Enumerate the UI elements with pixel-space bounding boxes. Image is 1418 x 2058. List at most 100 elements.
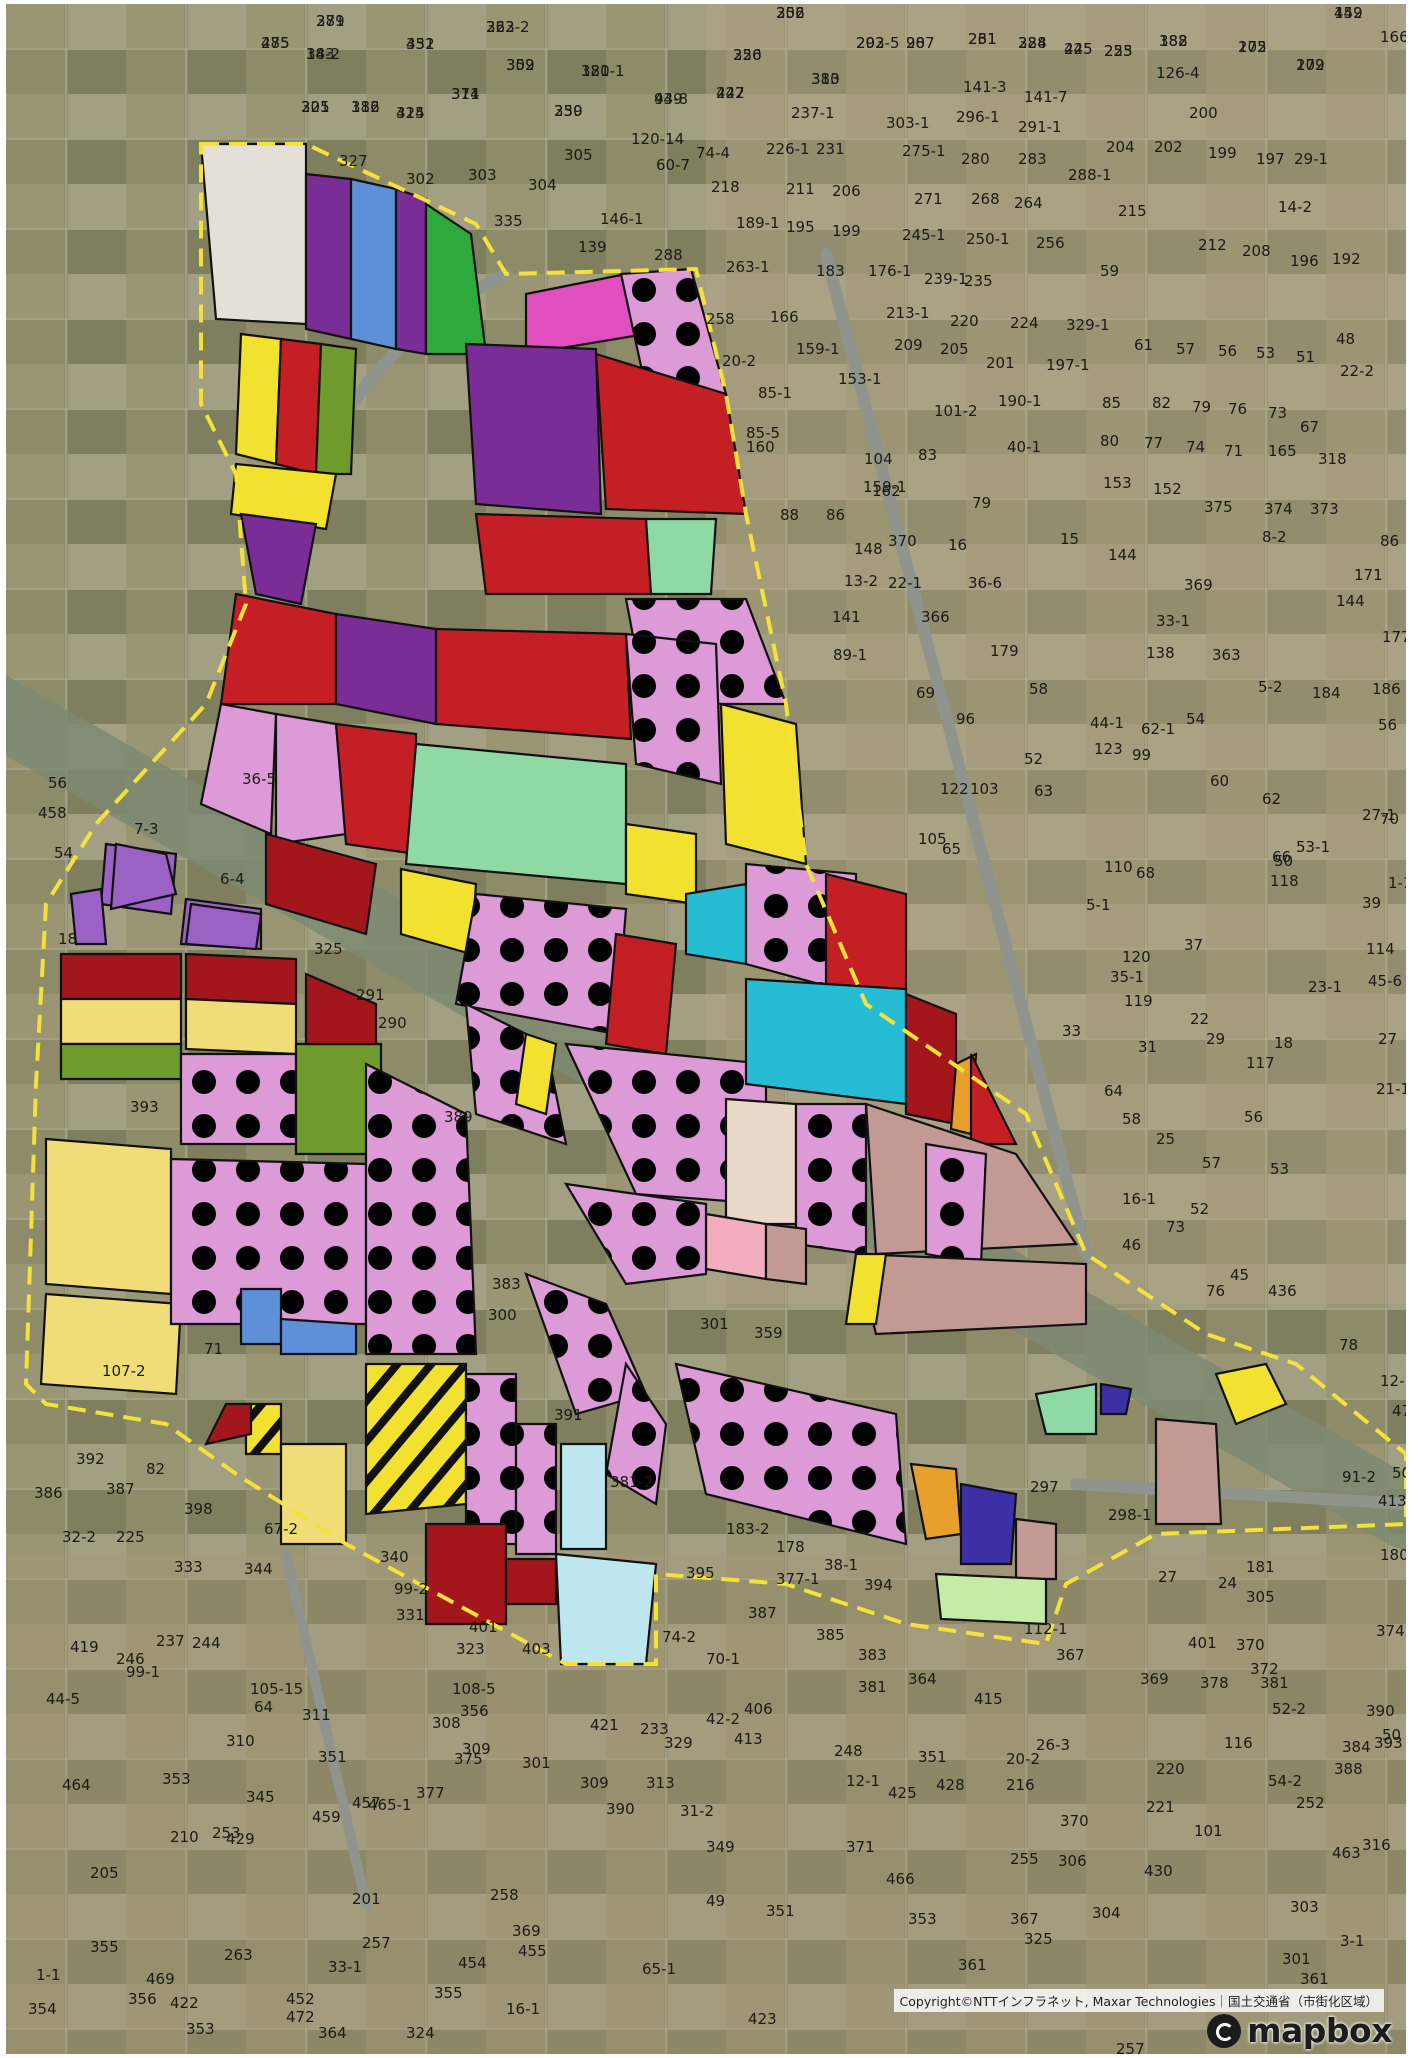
plot-number-label: 117 — [1246, 1054, 1275, 1072]
plot-number-label: 27 — [1378, 1030, 1397, 1048]
plot-number-label: 93-8 — [654, 90, 688, 108]
plot-number-label: 374 — [1376, 1622, 1405, 1640]
plot-number-label: 183 — [816, 262, 845, 280]
parcel-purple-north — [304, 172, 353, 341]
parcel-dotted-band-east — [624, 632, 723, 786]
plot-number-label: 27 — [1158, 1568, 1177, 1586]
plot-number-label: 316 — [351, 98, 380, 116]
plot-number-label: 381 — [1260, 1674, 1289, 1692]
plot-number-label: 454 — [458, 1954, 487, 1972]
plot-number-label: 122 — [940, 780, 969, 798]
plot-number-label: 46 — [1122, 1236, 1141, 1254]
plot-number-label: 387 — [748, 1604, 777, 1622]
plot-number-label: 3-1 — [1340, 1932, 1365, 1950]
plot-number-label: 314 — [396, 104, 425, 122]
road-south — [281, 1549, 371, 1909]
plot-number-label: 110 — [1104, 858, 1133, 876]
plot-number-label: 68 — [1136, 864, 1155, 882]
plot-number-label: 262-2 — [486, 18, 530, 36]
plot-number-label: 311 — [451, 85, 480, 103]
plot-number-label: 138 — [1146, 644, 1175, 662]
plot-number-label: 253 — [212, 1824, 241, 1842]
plot-number-label: 103 — [970, 780, 999, 798]
plot-number-label: 77 — [1144, 434, 1163, 452]
plot-number-label: 301 — [1282, 1950, 1311, 1968]
plot-number-label: 91-2 — [1342, 1468, 1376, 1486]
road-east-west — [1070, 1478, 1406, 1510]
plot-number-label: 213-1 — [886, 304, 930, 322]
plot-number-label: 351 — [918, 1748, 947, 1766]
plot-number-label: 26-3 — [1036, 1736, 1070, 1754]
plot-number-label: 7-3 — [134, 820, 159, 838]
plot-number-label: 355 — [90, 1938, 119, 1956]
plot-number-label: 51 — [1296, 348, 1315, 366]
plot-number-label: 423 — [748, 2010, 777, 2028]
plot-number-label: 207 — [906, 34, 935, 52]
plot-number-label: 108-5 — [452, 1680, 496, 1698]
parcel-yellow-southeast — [844, 1252, 888, 1326]
plot-number-label: 201 — [986, 354, 1015, 372]
parcel-dotted-west — [179, 1052, 298, 1146]
plot-number-label: 5-2 — [1258, 678, 1283, 696]
plot-number-label: 36-6 — [968, 574, 1002, 592]
parcel-blue-west-2 — [279, 1317, 358, 1356]
mapbox-logo-text: mapbox — [1247, 2011, 1392, 2050]
plot-number-label: 209 — [1296, 56, 1325, 74]
plot-number-label: 252 — [1296, 1794, 1325, 1812]
plot-number-label: 159-1 — [863, 478, 907, 496]
map-attribution[interactable]: Copyright©NTTインフラネット, Maxar Technologies… — [893, 1989, 1384, 2012]
parcel-light-yellow-west — [59, 997, 183, 1046]
parcel-dark-red-west-2 — [184, 952, 298, 1006]
plot-number-label: 303 — [1290, 1898, 1319, 1916]
plot-number-label: 298-1 — [1108, 1506, 1152, 1524]
plot-number-label: 211 — [786, 180, 815, 198]
parcel-yellow-east-small — [1214, 1362, 1288, 1426]
plot-number-label: 206 — [832, 182, 861, 200]
plot-number-label: 464 — [62, 1776, 91, 1794]
plot-number-label: 56 — [1218, 342, 1237, 360]
plot-number-label: 42-2 — [706, 1710, 740, 1728]
plot-number-label: 31 — [1138, 1038, 1157, 1056]
plot-number-label: 371 — [846, 1838, 875, 1856]
plot-number-label: 351 — [766, 1902, 795, 1920]
plot-number-label: 44-1 — [1090, 714, 1124, 732]
plot-number-label: 340 — [380, 1548, 409, 1566]
plot-number-label: 31-2 — [680, 1802, 714, 1820]
parcel-dotted-west-center — [364, 1062, 478, 1356]
plot-number-label: 54 — [54, 844, 73, 862]
parcel-lavender-strip — [184, 902, 263, 951]
plot-number-label: 419 — [70, 1638, 99, 1656]
plot-number-label: 79 — [1192, 398, 1211, 416]
plot-number-label: 384 — [1018, 34, 1047, 52]
plot-number-label: 182 — [1159, 32, 1188, 50]
plot-number-label: 406 — [744, 1700, 773, 1718]
plot-number-label: 56 — [1244, 1108, 1263, 1126]
plot-number-label: 202 — [1154, 138, 1183, 156]
plot-number-label: 375 — [454, 1750, 483, 1768]
plot-number-label: 183-2 — [726, 1520, 770, 1538]
plot-number-label: 221 — [1146, 1798, 1175, 1816]
mapbox-logo[interactable]: mapbox — [1207, 2011, 1392, 2050]
plot-number-label: 373 — [1310, 500, 1339, 518]
map-svg[interactable]: 289285343332262-2309311321316314330120-1… — [6, 4, 1406, 2054]
plot-number-label: 21-1 — [1376, 1080, 1406, 1098]
plot-number-label: 422 — [170, 1994, 199, 2012]
parcel-yellow-strips — [229, 462, 338, 531]
plot-number-label: 189-1 — [736, 214, 780, 232]
plot-number-label: 38-1 — [824, 1556, 858, 1574]
parcel-yellow-center — [624, 822, 698, 906]
parcel-navy-east — [1099, 1382, 1133, 1416]
plot-number-label: 237 — [156, 1632, 185, 1650]
plot-number-label: 393 — [130, 1098, 159, 1116]
plot-number-label: 190-1 — [998, 392, 1042, 410]
main-road-north — [820, 248, 1092, 1260]
plot-number-label: 184 — [1312, 684, 1341, 702]
plot-number-label: 220 — [1156, 1760, 1185, 1778]
plot-number-label: 76 — [1228, 400, 1247, 418]
plot-number-label: 445 — [1064, 40, 1093, 58]
plot-number-label: 303-1 — [886, 114, 930, 132]
plot-number-label: 224 — [1010, 314, 1039, 332]
plot-number-label: 85-5 — [746, 424, 780, 442]
plot-number-label: 318 — [1318, 450, 1347, 468]
